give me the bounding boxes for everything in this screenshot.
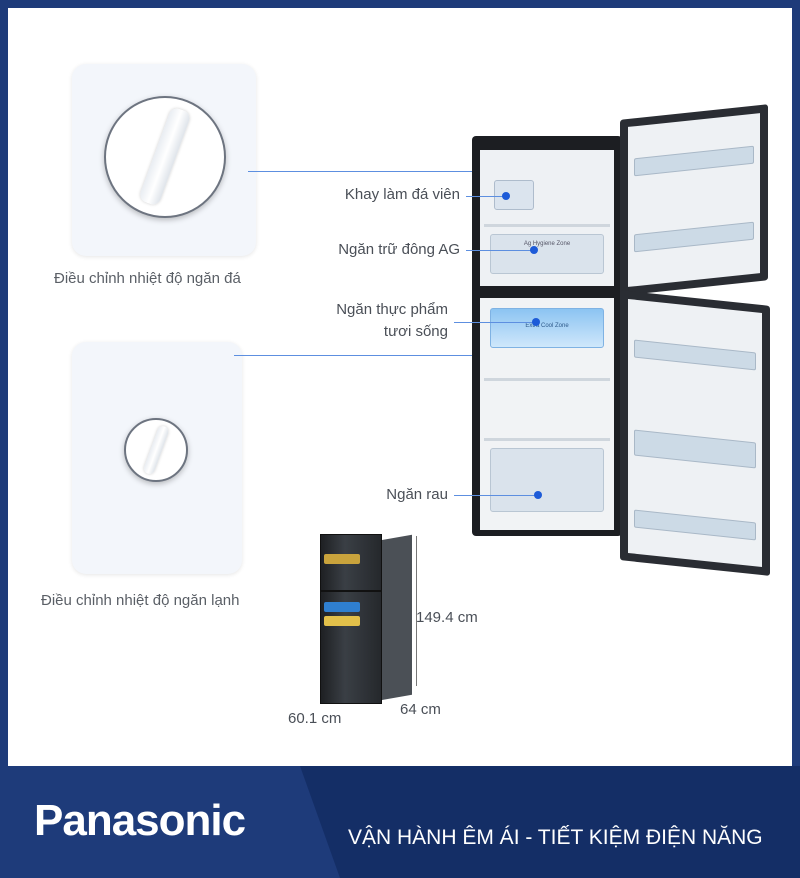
ice-tray	[494, 180, 534, 210]
fridge-closed-view	[320, 534, 416, 710]
product-image-frame: Điều chỉnh nhiệt độ ngăn đá Điều chỉnh n…	[8, 8, 792, 766]
fridge-open-view: Ag Hygiene Zone Extra Cool Zone	[472, 136, 622, 536]
width-dimension: 60.1 cm	[288, 710, 342, 727]
vegetable-drawer	[490, 448, 604, 512]
height-dimension: 149.4 cm	[416, 609, 478, 626]
vegetable-marker	[534, 491, 542, 499]
banner-slogan: VẬN HÀNH ÊM ÁI - TIẾT KIỆM ĐIỆN NĂNG	[348, 826, 763, 849]
fridge-dial-panel	[72, 342, 242, 574]
freezer-door	[620, 104, 768, 296]
brand-logo: Panasonic	[34, 796, 246, 845]
height-dimension-line	[416, 536, 417, 686]
label-fresh-food-line2: tươi sống	[383, 323, 448, 340]
freezer-temperature-dial	[104, 96, 226, 218]
label-freezer-ag: Ngăn trữ đông AG	[338, 241, 460, 258]
depth-dimension: 64 cm	[400, 701, 441, 718]
fridge-door	[620, 290, 770, 576]
freezer-ag-marker	[530, 246, 538, 254]
freezer-dial-caption: Điều chỉnh nhiệt độ ngăn đá	[54, 270, 241, 287]
fridge-temperature-dial	[124, 418, 188, 482]
freezer-dial-panel	[72, 64, 256, 256]
ice-tray-marker	[502, 192, 510, 200]
fridge-dial-leader-line	[234, 355, 600, 356]
fridge-dial-caption: Điều chỉnh nhiệt độ ngăn lạnh	[41, 592, 240, 609]
freezer-dial-leader-line	[248, 171, 544, 172]
label-ice-tray: Khay làm đá viên	[344, 186, 460, 203]
brand-banner: Panasonic VẬN HÀNH ÊM ÁI - TIẾT KIỆM ĐIỆ…	[0, 766, 800, 878]
ag-freezer-drawer: Ag Hygiene Zone	[490, 234, 604, 274]
label-fresh-food-line1: Ngăn thực phẩm	[336, 301, 448, 318]
freezer-compartment: Ag Hygiene Zone	[480, 150, 614, 286]
extra-cool-drawer: Extra Cool Zone	[490, 308, 604, 348]
label-vegetable: Ngăn rau	[386, 486, 448, 503]
fridge-compartment: Extra Cool Zone	[480, 298, 614, 530]
fresh-food-marker	[532, 318, 540, 326]
